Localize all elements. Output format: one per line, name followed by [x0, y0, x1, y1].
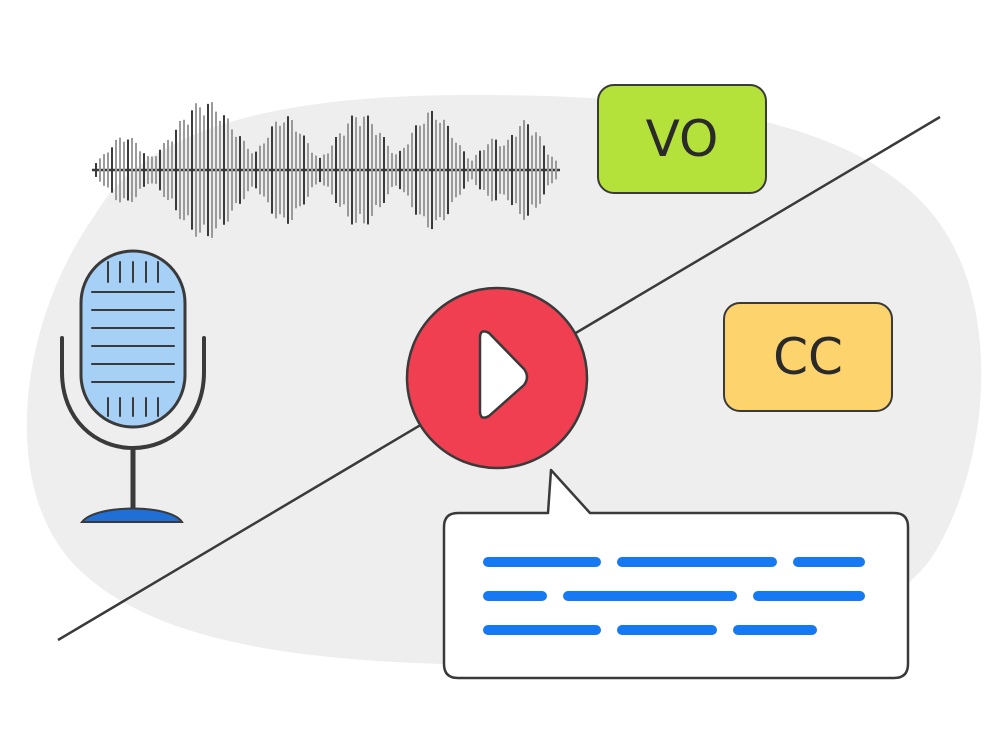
- vo-badge: VO: [597, 84, 767, 194]
- microphone-grille: [91, 261, 175, 417]
- audio-waveform-icon: [92, 102, 560, 238]
- vo-badge-box: [597, 84, 767, 194]
- caption-speech-bubble-icon: [442, 468, 910, 680]
- microphone-icon: [60, 249, 206, 523]
- microphone-base: [79, 507, 184, 523]
- cc-badge-box: [723, 302, 893, 412]
- vo-badge-label: VO: [646, 110, 719, 168]
- play-button: [405, 286, 589, 470]
- play-icon: [478, 330, 529, 419]
- cc-badge-label: CC: [773, 328, 843, 386]
- caption-text-lines: [483, 557, 865, 635]
- cc-badge: CC: [723, 302, 893, 412]
